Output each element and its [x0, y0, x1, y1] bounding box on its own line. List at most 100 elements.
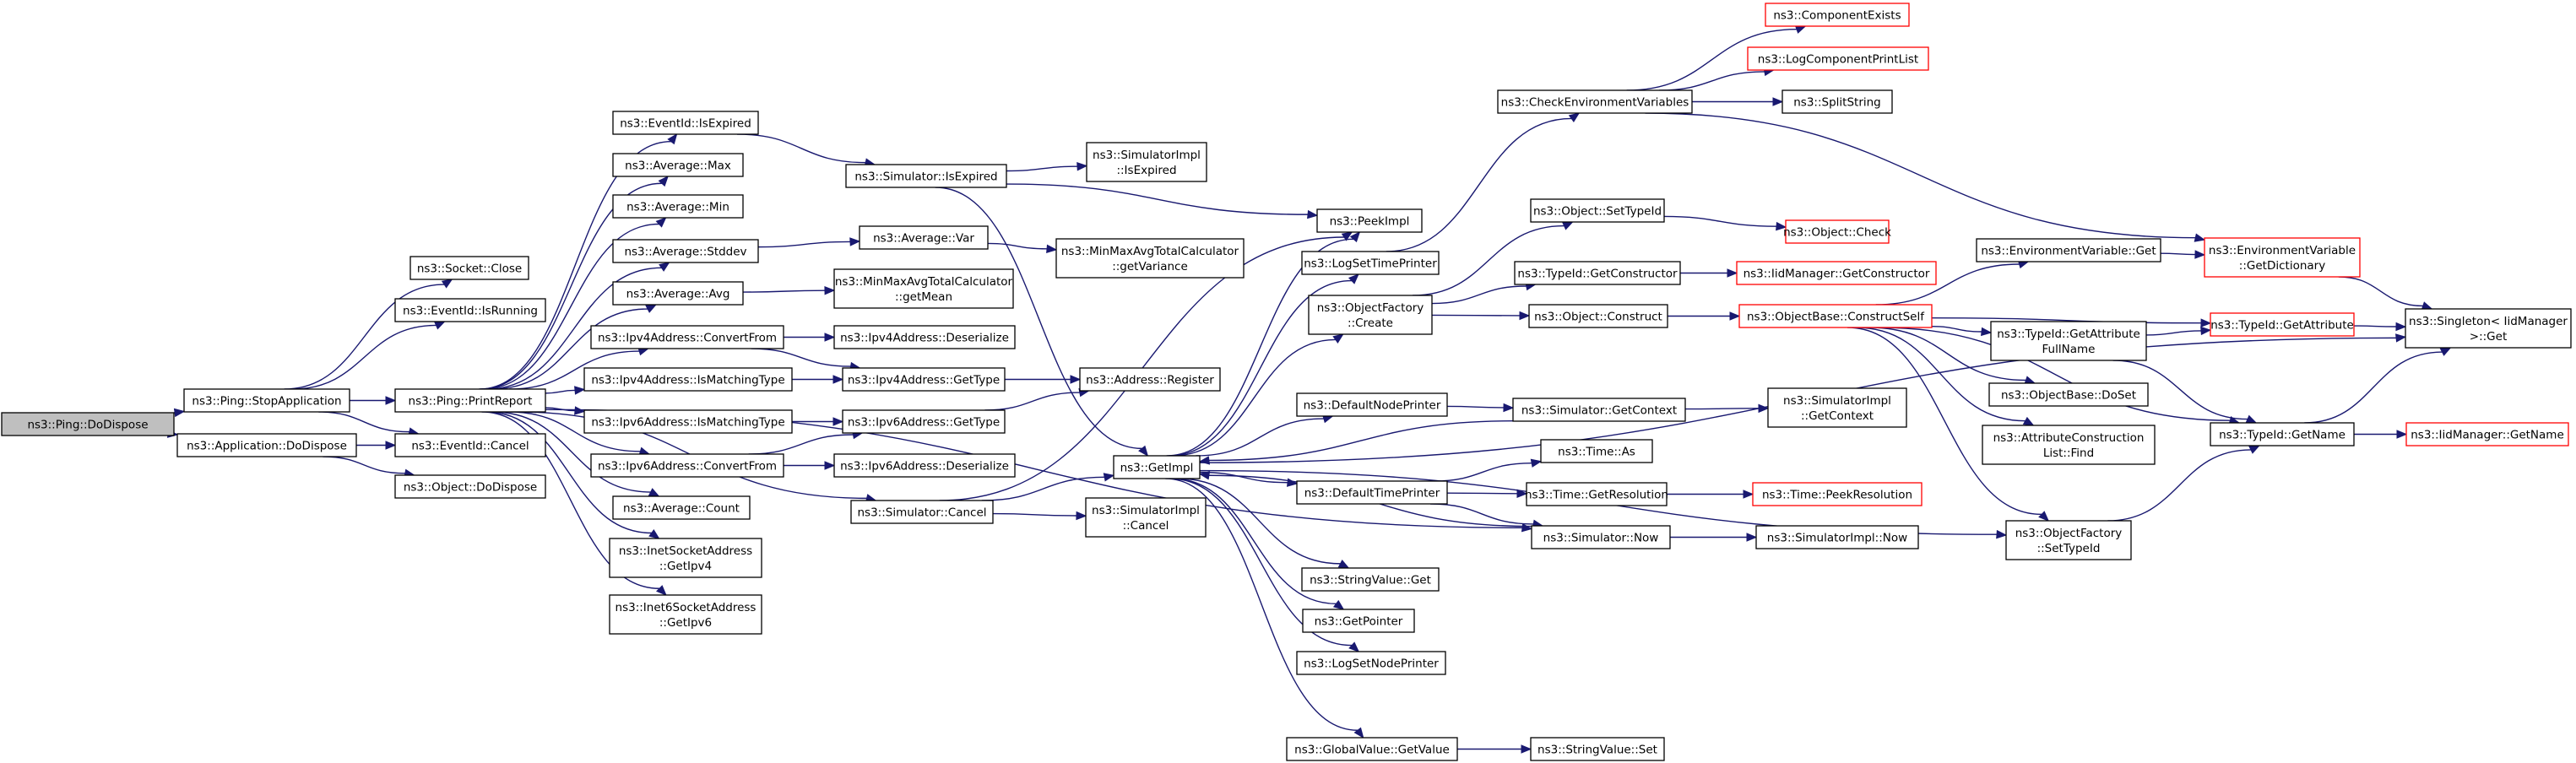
node-box: [1976, 238, 2161, 262]
node-minmaxvar[interactable]: ns3::MinMaxAvgTotalCalculator::getVarian…: [1055, 238, 1245, 279]
arrowhead: [832, 417, 844, 426]
node-ipv6gettype[interactable]: ns3::Ipv6Address::GetType: [842, 409, 1006, 434]
node-strvalget[interactable]: ns3::StringValue::Get: [1301, 567, 1440, 592]
node-dodispose[interactable]: ns3::Ping::DoDispose: [1, 412, 175, 436]
node-isexpired[interactable]: ns3::EventId::IsExpired: [612, 111, 759, 135]
node-ipv4gettype[interactable]: ns3::Ipv4Address::GetType: [842, 367, 1006, 392]
node-avgstddev[interactable]: ns3::Average::Stddev: [612, 239, 759, 263]
node-objfactcreate[interactable]: ns3::ObjectFactory::Create: [1308, 295, 1433, 335]
node-label: ns3::TypeId::GetAttribute: [2210, 319, 2354, 333]
node-simisexpired[interactable]: ns3::Simulator::IsExpired: [845, 164, 1007, 188]
node-typeidgetattr[interactable]: ns3::TypeId::GetAttribute: [2210, 312, 2355, 337]
node-label: ::IsExpired: [1116, 164, 1176, 177]
node-label: ns3::LogComponentPrintList: [1758, 53, 1918, 67]
node-gvgetvalue[interactable]: ns3::GlobalValue::GetValue: [1286, 737, 1458, 761]
node-avgavg[interactable]: ns3::Average::Avg: [612, 281, 744, 306]
node-label: ns3::Object::Check: [1783, 226, 1891, 240]
node-objfactsettypeid[interactable]: ns3::ObjectFactory::SetTypeId: [2005, 520, 2132, 560]
node-singletonget[interactable]: ns3::Singleton< IidManager>::Get: [2405, 308, 2572, 349]
node-simimplexpired[interactable]: ns3::SimulatorImpl::IsExpired: [1086, 142, 1207, 182]
node-logsetnode[interactable]: ns3::LogSetNodePrinter: [1296, 651, 1446, 675]
node-isrunning[interactable]: ns3::EventId::IsRunning: [394, 298, 546, 322]
arrowhead: [1758, 403, 1770, 414]
node-getimpl[interactable]: ns3::GetImpl: [1113, 455, 1201, 479]
node-stopapp[interactable]: ns3::Ping::StopApplication: [183, 388, 350, 413]
node-appdispose[interactable]: ns3::Application::DoDispose: [176, 433, 357, 457]
node-splitstring[interactable]: ns3::SplitString: [1782, 89, 1893, 114]
node-objdispose[interactable]: ns3::Object::DoDispose: [394, 474, 546, 499]
node-iidgetname[interactable]: ns3::IidManager::GetName: [2405, 422, 2569, 446]
edge-deftimeprinter-to-timegetres: [1446, 489, 1528, 499]
node-ipv6deser[interactable]: ns3::Ipv6Address::Deserialize: [833, 453, 1016, 478]
node-timepeekres[interactable]: ns3::Time::PeekResolution: [1752, 482, 1923, 506]
node-ipv6conv[interactable]: ns3::Ipv6Address::ConvertFrom: [590, 453, 784, 478]
edge-checkenv-to-compexists: [1626, 24, 1807, 91]
node-objsettypeid[interactable]: ns3::Object::SetTypeId: [1530, 198, 1665, 223]
node-avgmax[interactable]: ns3::Average::Max: [612, 153, 744, 177]
node-box: [1767, 387, 1907, 428]
node-box: [2210, 312, 2355, 337]
node-objcheck[interactable]: ns3::Object::Check: [1783, 219, 1891, 244]
node-simimplcancel[interactable]: ns3::SimulatorImpl::Cancel: [1085, 497, 1207, 538]
edge-simcancel-to-simimplcancel: [992, 511, 1087, 521]
node-ipv6match[interactable]: ns3::Ipv6Address::IsMatchingType: [583, 409, 793, 434]
arrowhead: [2038, 511, 2050, 522]
node-checkenv[interactable]: ns3::CheckEnvironmentVariables: [1497, 89, 1693, 114]
node-objbasector[interactable]: ns3::ObjectBase::ConstructSelf: [1738, 304, 1933, 328]
node-ipv4match[interactable]: ns3::Ipv4Address::IsMatchingType: [583, 367, 793, 392]
edge-line: [485, 411, 652, 534]
node-simimplctx[interactable]: ns3::SimulatorImpl::GetContext: [1767, 387, 1907, 428]
node-label: ns3::Ipv6Address::GetType: [848, 416, 1000, 430]
node-typeidgetctor[interactable]: ns3::TypeId::GetConstructor: [1514, 261, 1681, 285]
node-logcompprint[interactable]: ns3::LogComponentPrintList: [1747, 46, 1929, 71]
node-iidgetctor[interactable]: ns3::IidManager::GetConstructor: [1736, 261, 1937, 285]
node-simimplnow[interactable]: ns3::SimulatorImpl::Now: [1755, 525, 1919, 549]
node-defnodeprinter[interactable]: ns3::DefaultNodePrinter: [1296, 392, 1448, 417]
node-logsettime[interactable]: ns3::LogSetTimePrinter: [1301, 251, 1440, 275]
node-addrreg[interactable]: ns3::Address::Register: [1079, 367, 1221, 392]
node-compexists[interactable]: ns3::ComponentExists: [1765, 3, 1910, 27]
node-objconstruct[interactable]: ns3::Object::Construct: [1528, 304, 1668, 328]
node-peekimpl[interactable]: ns3::PeekImpl: [1316, 208, 1423, 233]
node-inetipv4[interactable]: ns3::InetSocketAddress::GetIpv4: [609, 538, 762, 578]
node-getpointer[interactable]: ns3::GetPointer: [1302, 609, 1415, 633]
node-typeidgetname[interactable]: ns3::TypeId::GetName: [2210, 422, 2355, 446]
node-timegetres[interactable]: ns3::Time::GetResolution: [1525, 482, 1668, 506]
node-avgmin[interactable]: ns3::Average::Min: [612, 194, 744, 219]
node-ipv4deser[interactable]: ns3::Ipv4Address::Deserialize: [833, 325, 1016, 349]
node-strvalset[interactable]: ns3::StringValue::Set: [1530, 737, 1665, 761]
edge-line: [1165, 478, 1359, 731]
node-avgvar[interactable]: ns3::Average::Var: [859, 225, 989, 250]
edge-ipv4match-to-ipv4gettype: [792, 375, 844, 384]
node-label: ns3::Simulator::GetContext: [1521, 404, 1677, 418]
node-label: ns3::Address::Register: [1086, 374, 1214, 387]
node-avgcount[interactable]: ns3::Average::Count: [612, 495, 751, 520]
node-objbasedoset[interactable]: ns3::ObjectBase::DoSet: [1988, 382, 2149, 407]
edge-printreport-to-ipv4conv: [509, 347, 650, 390]
node-envvarget[interactable]: ns3::EnvironmentVariable::Get: [1976, 238, 2161, 262]
edge-simisexpired-to-simimplexpired: [1006, 161, 1088, 172]
node-simnow[interactable]: ns3::Simulator::Now: [1531, 525, 1671, 549]
node-label: ns3::SimulatorImpl: [1783, 394, 1891, 408]
node-simgetctx[interactable]: ns3::Simulator::GetContext: [1512, 398, 1686, 422]
node-envvardict[interactable]: ns3::EnvironmentVariable::GetDictionary: [2204, 237, 2361, 278]
node-minmaxmean[interactable]: ns3::MinMaxAvgTotalCalculator::getMean: [833, 268, 1014, 309]
edge-line: [2353, 325, 2397, 327]
node-box: [612, 111, 759, 135]
node-timeas[interactable]: ns3::Time::As: [1540, 439, 1653, 463]
node-label: ns3::Average::Stddev: [624, 246, 746, 259]
arrowhead: [385, 396, 397, 405]
node-printreport[interactable]: ns3::Ping::PrintReport: [394, 388, 546, 413]
edge-getimpl-to-gvgetvalue: [1165, 478, 1364, 739]
node-deftimeprinter[interactable]: ns3::DefaultTimePrinter: [1296, 480, 1448, 505]
node-box: [1286, 737, 1458, 761]
node-evcancel[interactable]: ns3::EventId::Cancel: [394, 433, 546, 457]
node-inet6ipv6[interactable]: ns3::Inet6SocketAddress::GetIpv6: [609, 594, 762, 635]
edge-objfactcreate-to-objconstruct: [1431, 311, 1531, 321]
node-ipv4conv[interactable]: ns3::Ipv4Address::ConvertFrom: [590, 325, 784, 349]
edge-line: [2338, 276, 2423, 307]
node-simcancel[interactable]: ns3::Simulator::Cancel: [850, 500, 994, 524]
node-sockclose[interactable]: ns3::Socket::Close: [409, 256, 529, 280]
